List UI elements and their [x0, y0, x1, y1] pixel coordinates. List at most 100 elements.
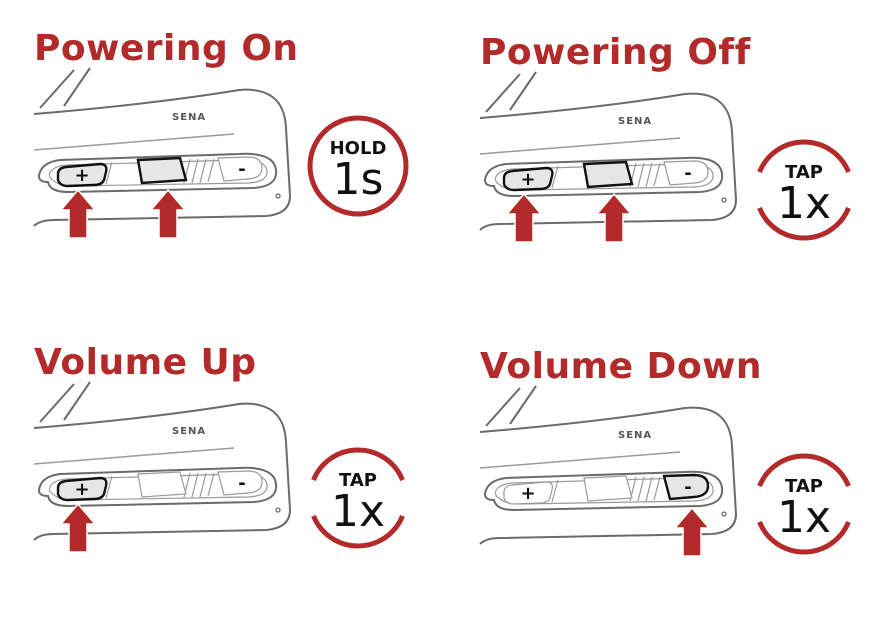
badge-action: TAP	[784, 162, 823, 183]
led-indicator	[275, 507, 281, 513]
minus-button	[663, 160, 709, 186]
badge-ring-arc	[311, 447, 405, 481]
ridge-line	[207, 158, 215, 183]
badge-count: 1x	[776, 492, 832, 543]
press-arrow-icon	[59, 502, 97, 553]
tap-badge: TAP 1x	[306, 446, 410, 550]
ridge-line	[191, 158, 199, 184]
badge-count: 1x	[776, 178, 832, 229]
minus-button-label: -	[684, 163, 691, 184]
plus-button	[56, 476, 108, 502]
device-housing	[33, 88, 292, 227]
mount-arm	[509, 71, 537, 111]
plus-button-label: +	[520, 169, 535, 190]
center-button	[137, 471, 187, 498]
ridge-line	[551, 165, 559, 189]
minus-button	[217, 470, 263, 496]
badge-ring	[311, 447, 405, 549]
plus-button	[56, 162, 108, 188]
device-housing	[33, 402, 292, 541]
center-button	[583, 475, 633, 502]
panel-title: Powering On	[34, 28, 299, 69]
panel-title: Volume Down	[480, 346, 763, 387]
housing-line	[33, 447, 235, 465]
hold-badge: HOLD 1s	[306, 114, 410, 218]
mount-arm	[485, 387, 521, 427]
mount-arm	[39, 383, 75, 423]
housing-line	[479, 451, 681, 469]
press-arrow-icon	[505, 192, 543, 243]
brand-logo: SENA	[618, 430, 652, 441]
mount-arm	[63, 381, 91, 421]
headset-device: SENA + -	[33, 67, 292, 239]
led-indicator	[721, 511, 727, 517]
ridge-line	[551, 479, 559, 503]
ridge-line	[105, 161, 113, 185]
ridge-line	[105, 475, 113, 499]
plus-button	[503, 481, 553, 505]
device-housing	[479, 406, 738, 545]
ridge-line	[637, 476, 645, 502]
brand-logo: SENA	[618, 116, 652, 127]
badge-ring-arc	[757, 139, 851, 173]
ridge-line	[645, 476, 653, 502]
badge-count: 1s	[332, 154, 384, 205]
plus-button-label: +	[74, 479, 89, 500]
badge-ring-arc	[311, 515, 405, 549]
badge-count: 1x	[330, 486, 386, 537]
mount-arm	[485, 73, 521, 113]
led-indicator	[275, 193, 281, 199]
badge-ring-arc	[757, 521, 851, 555]
ridge-line	[199, 472, 207, 498]
mount-arm	[63, 67, 91, 107]
badge-ring	[757, 139, 851, 241]
badge-ring	[757, 453, 851, 555]
badge-ring	[307, 115, 409, 217]
housing-line	[33, 133, 235, 151]
headset-device: SENA + -	[479, 385, 738, 557]
minus-button-label: -	[238, 473, 245, 494]
panel-powering-on: Powering On SENA + - HOLD 1s	[33, 28, 454, 308]
ridge-line	[645, 162, 653, 188]
headset-device: SENA + -	[33, 381, 292, 553]
panel-title: Volume Up	[34, 342, 257, 383]
housing-line	[479, 137, 681, 155]
press-arrow-icon	[595, 192, 633, 243]
badge-ring-arc	[757, 453, 851, 487]
panel-title: Powering Off	[480, 32, 751, 73]
ridge-line	[653, 162, 661, 187]
panel-volume-up: Volume Up SENA + - TAP 1x	[33, 342, 454, 622]
ridge-line	[207, 472, 215, 497]
brand-logo: SENA	[172, 426, 206, 437]
minus-button-label: -	[684, 477, 691, 498]
plus-button-label: +	[74, 165, 89, 186]
plus-button-label: +	[520, 483, 535, 504]
badge-action: HOLD	[329, 138, 387, 159]
device-housing	[479, 92, 738, 231]
ridge-line	[653, 476, 661, 501]
brand-logo: SENA	[172, 112, 206, 123]
badge-action: TAP	[338, 470, 377, 491]
tap-badge: TAP 1x	[752, 138, 856, 242]
mount-arm	[39, 69, 75, 109]
tap-badge: TAP 1x	[752, 452, 856, 556]
panel-powering-off: Powering Off SENA + - TAP 1x	[479, 32, 873, 312]
minus-button-label: -	[238, 159, 245, 180]
panel-volume-down: Volume Down SENA + - TAP 1x	[479, 346, 873, 626]
center-button	[582, 160, 634, 189]
press-arrow-icon	[59, 188, 97, 239]
mount-arm	[509, 385, 537, 425]
badge-action: TAP	[784, 476, 823, 497]
minus-button	[217, 156, 263, 182]
badge-ring-arc	[757, 207, 851, 241]
ridge-line	[637, 162, 645, 188]
ridge-line	[199, 158, 207, 184]
badge-ring-circle	[307, 115, 409, 217]
center-button	[136, 156, 188, 185]
press-arrow-icon	[673, 506, 711, 557]
minus-button	[662, 473, 710, 501]
plus-button	[502, 166, 554, 192]
led-indicator	[721, 197, 727, 203]
ridge-line	[191, 472, 199, 498]
press-arrow-icon	[149, 188, 187, 239]
